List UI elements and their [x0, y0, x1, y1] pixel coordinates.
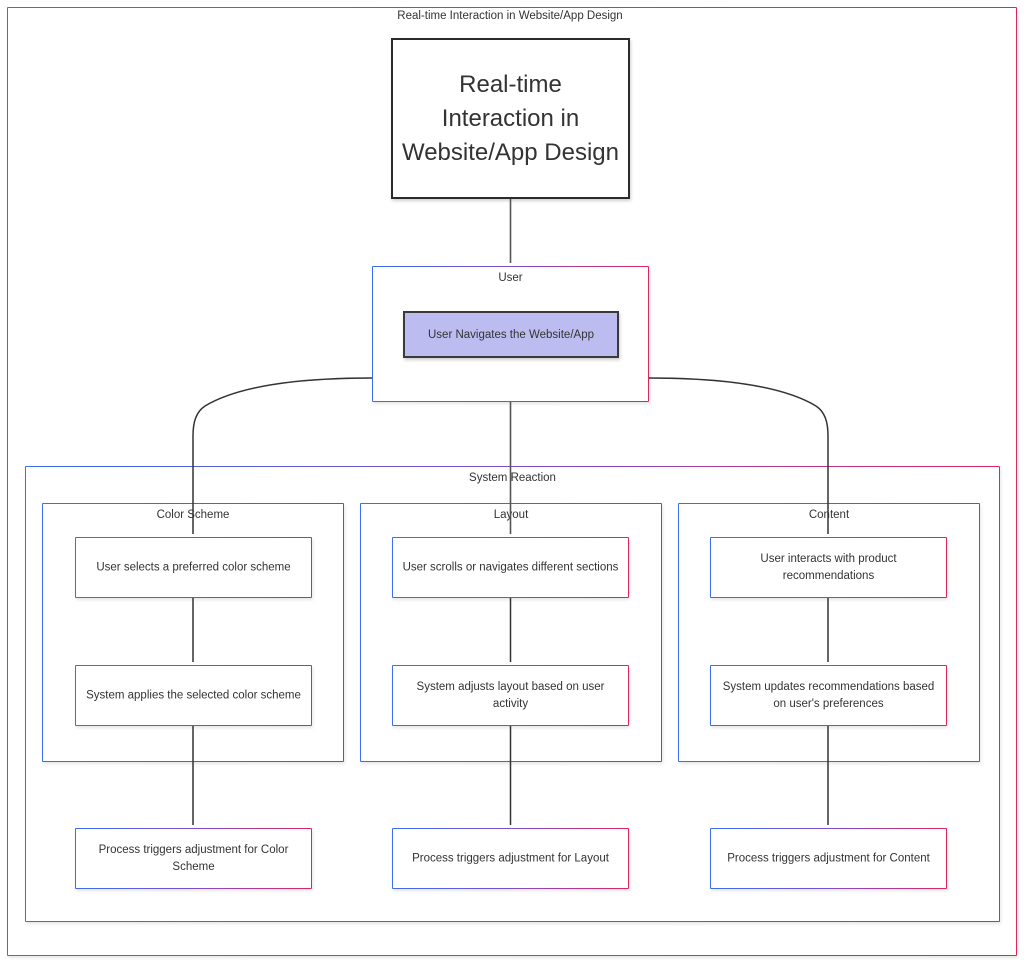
user-navigates-node-label: User Navigates the Website/App: [428, 328, 594, 341]
node-layout-step-2-inner: System adjusts layout based on user acti…: [393, 666, 628, 725]
node-color-scheme-step-1-label: User selects a preferred color scheme: [96, 561, 291, 573]
node-color-scheme-step-1-inner: User selects a preferred color scheme: [76, 538, 311, 597]
node-content-outcome-label: Process triggers adjustment for Content: [727, 852, 930, 864]
system-reaction-subgraph-title: System Reaction: [469, 472, 556, 484]
node-content-step-2[interactable]: System updates recommendations based on …: [710, 665, 947, 726]
node-content-step-2-inner: System updates recommendations based on …: [711, 666, 946, 725]
node-content-outcome-inner: Process triggers adjustment for Content: [711, 829, 946, 888]
root-title-node[interactable]: Real-time Interaction in Website/App Des…: [391, 38, 630, 199]
root-caption: Real-time Interaction in Website/App Des…: [397, 10, 623, 22]
user-navigates-node[interactable]: User Navigates the Website/App: [403, 311, 619, 358]
node-content-step-1-inner: User interacts with product recommendati…: [711, 538, 946, 597]
node-layout-step-2[interactable]: System adjusts layout based on user acti…: [392, 665, 629, 726]
node-layout-outcome-label: Process triggers adjustment for Layout: [412, 852, 609, 864]
layout-subgraph-title: Layout: [493, 509, 529, 521]
node-content-step-1[interactable]: User interacts with product recommendati…: [710, 537, 947, 598]
node-content-step-1-label: User interacts with product recommendati…: [760, 552, 897, 582]
node-layout-step-1[interactable]: User scrolls or navigates different sect…: [392, 537, 629, 598]
root-title-node-label: Real-time Interaction in Website/App Des…: [401, 70, 619, 166]
node-content-outcome[interactable]: Process triggers adjustment for Content: [710, 828, 947, 889]
content-subgraph-title: Content: [808, 509, 850, 521]
node-content-step-2-label: System updates recommendations based on …: [722, 680, 935, 710]
node-layout-step-1-label: User scrolls or navigates different sect…: [402, 561, 619, 573]
node-color-scheme-step-1[interactable]: User selects a preferred color scheme: [75, 537, 312, 598]
node-color-scheme-outcome-label: Process triggers adjustment for Color Sc…: [98, 843, 289, 873]
node-color-scheme-outcome[interactable]: Process triggers adjustment for Color Sc…: [75, 828, 312, 889]
color-scheme-subgraph-title: Color Scheme: [156, 509, 230, 521]
node-color-scheme-outcome-inner: Process triggers adjustment for Color Sc…: [76, 829, 311, 888]
node-layout-step-1-inner: User scrolls or navigates different sect…: [393, 538, 628, 597]
user-subgraph-title: User: [498, 272, 523, 284]
node-layout-outcome[interactable]: Process triggers adjustment for Layout: [392, 828, 629, 889]
node-color-scheme-step-2-label: System applies the selected color scheme: [86, 689, 301, 701]
node-color-scheme-step-2[interactable]: System applies the selected color scheme: [75, 665, 312, 726]
node-layout-outcome-inner: Process triggers adjustment for Layout: [393, 829, 628, 888]
node-color-scheme-step-2-inner: System applies the selected color scheme: [76, 666, 311, 725]
node-layout-step-2-label: System adjusts layout based on user acti…: [416, 680, 605, 710]
